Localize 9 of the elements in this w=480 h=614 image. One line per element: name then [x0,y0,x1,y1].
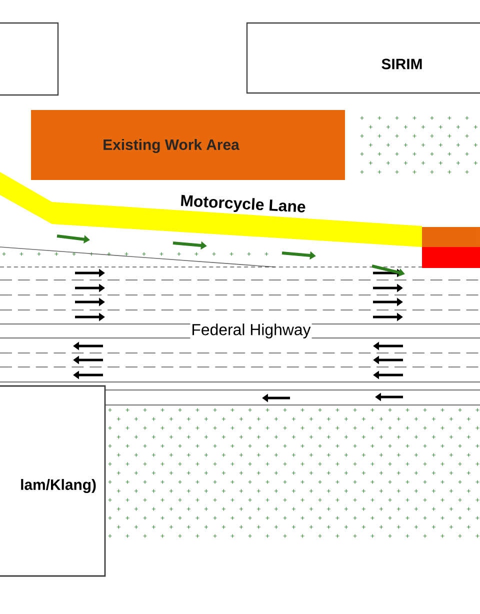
lane-label: Motorcycle Lane [181,194,306,212]
work-area-label: Existing Work Area [104,139,240,153]
building-label: SIRIM [382,58,422,70]
work-area-box [31,110,345,180]
building-box [0,385,106,577]
building-box [246,22,480,94]
building-box [0,22,59,96]
building-label: lam/Klang) [21,479,96,493]
road-label: Federal Highway [190,322,312,340]
